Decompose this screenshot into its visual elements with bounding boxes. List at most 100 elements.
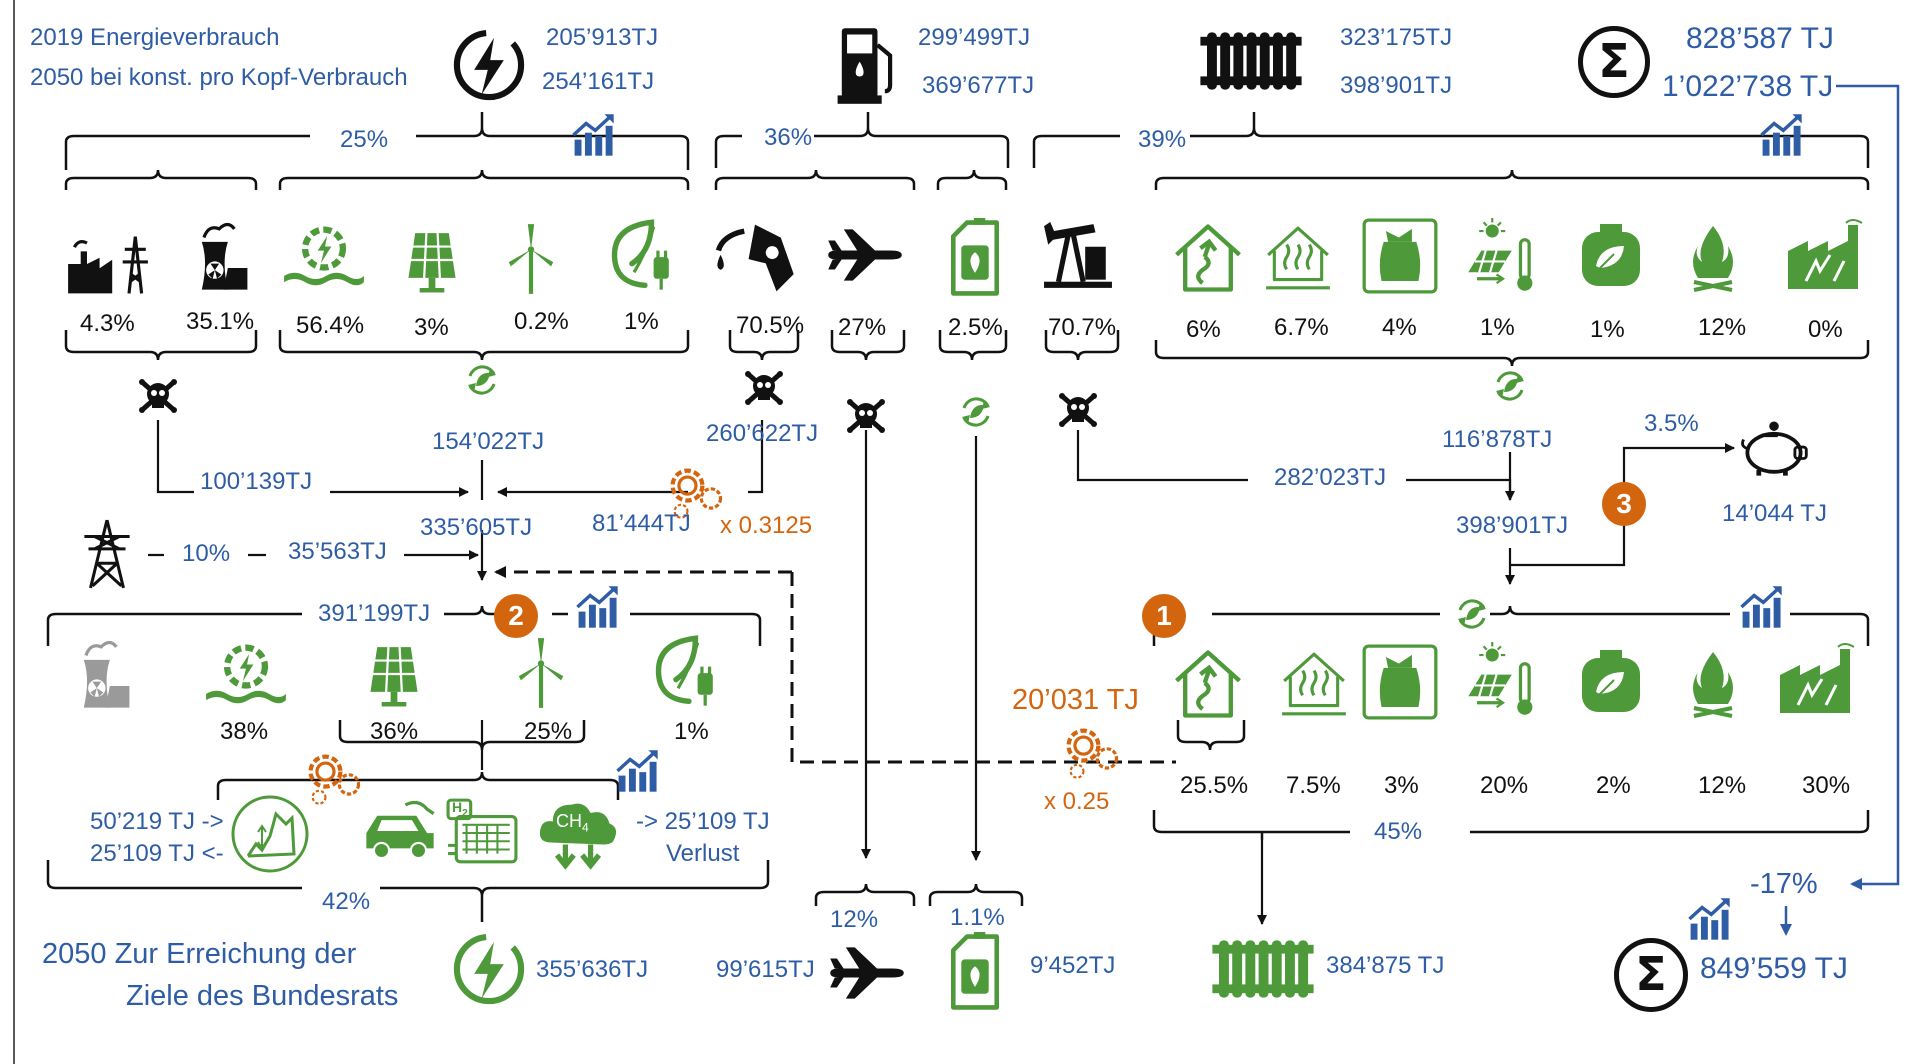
storage-in: 50’219 TJ -> — [90, 808, 224, 835]
result-biofuel-pct: 1.1% — [950, 904, 1005, 931]
bio-plug-icon — [608, 218, 684, 294]
pct-wood: 12% — [1698, 314, 1747, 341]
flow-elec-subtotal: 335’605TJ — [420, 514, 533, 541]
storage-graph-icon — [231, 795, 309, 873]
pct-wind: 0.2% — [514, 308, 569, 335]
sum-icon: Σ — [1578, 26, 1650, 98]
sum-2019-total: 828’587 TJ — [1686, 22, 1834, 55]
step-badge-3: 3 — [1602, 482, 1646, 526]
share-heat: 39% — [1138, 126, 1187, 153]
district-heat-icon — [1778, 642, 1856, 715]
flow-renew-elec: 154’022TJ — [432, 428, 545, 455]
storage-out: 25’109 TJ <- — [90, 840, 224, 867]
hydro-icon — [204, 638, 288, 714]
solar-thermal-icon — [1466, 642, 1535, 717]
step-badge-1: 1 — [1142, 594, 1186, 638]
skull-icon — [138, 376, 178, 416]
wind-turbine-icon — [517, 637, 565, 709]
chart-growth-icon — [615, 748, 660, 794]
result-heat: 384’875 TJ — [1326, 952, 1445, 979]
solar-thermal-icon — [1466, 218, 1535, 293]
pct-2050-waste: 3% — [1384, 772, 1419, 799]
fuel-pump-icon — [834, 24, 900, 108]
radiator-icon — [1212, 940, 1314, 998]
pct-2050-districtheat: 30% — [1802, 772, 1851, 799]
biogas-tank-icon — [1581, 223, 1641, 287]
wind-turbine-icon — [507, 223, 555, 295]
pct-2050-bio: 1% — [674, 718, 709, 745]
pct-2050-biogas: 2% — [1596, 772, 1631, 799]
piggy-bank-icon — [1736, 418, 1812, 480]
pct-solarthermal: 1% — [1480, 314, 1515, 341]
skull-icon — [846, 396, 886, 436]
pct-solar: 3% — [414, 314, 449, 341]
recycle-leaf-icon — [1494, 371, 1526, 401]
solar-panel-icon — [407, 231, 457, 294]
pct-2050-geothermal: 7.5% — [1286, 772, 1341, 799]
recycle-leaf-icon — [960, 397, 992, 427]
skull-icon — [1058, 390, 1098, 430]
sum-2050-total: 1’022’738 TJ — [1662, 70, 1834, 103]
heat-2050-share: 45% — [1374, 818, 1423, 845]
pct-petrol: 70.5% — [736, 312, 805, 339]
pct-2050-heatpump: 25.5% — [1180, 772, 1249, 799]
flow-petrol-fossil: 260’622TJ — [706, 420, 819, 447]
geothermal-house-icon — [1280, 652, 1348, 716]
h2-label: H2 — [452, 799, 468, 819]
storage-loss-label: Verlust — [666, 840, 740, 867]
flow-elec-total-2050: 391’199TJ — [318, 600, 431, 627]
flow-savings-pct: 3.5% — [1644, 410, 1699, 437]
result-sum: 849’559 TJ — [1700, 952, 1848, 985]
solar-panel-icon — [369, 645, 419, 708]
bio-canister-icon — [946, 218, 1004, 298]
storage-loss-value: -> 25’109 TJ — [636, 808, 770, 835]
electric-car-icon — [364, 800, 436, 860]
pct-oil-heat: 70.7% — [1048, 314, 1117, 341]
flow-grid-loss: 35’563TJ — [288, 538, 387, 565]
legend-2019: 2019 Energieverbrauch — [30, 24, 280, 51]
gear-icon — [302, 746, 366, 810]
result-aviation-pct: 12% — [830, 906, 879, 933]
pct-hydro: 56.4% — [296, 312, 365, 339]
flow-savings: 14’044 TJ — [1722, 500, 1827, 527]
chart-growth-icon — [1739, 584, 1784, 630]
pct-fossil-elec: 4.3% — [80, 310, 135, 337]
hydro-icon — [282, 220, 366, 296]
flow-fossil-elec: 100’139TJ — [200, 468, 313, 495]
electricity-2050-total: 254’161TJ — [542, 68, 655, 95]
share-electricity: 25% — [340, 126, 389, 153]
airplane-icon — [830, 947, 904, 999]
pct-nuclear: 35.1% — [186, 308, 255, 335]
pct-2050-solar: 36% — [370, 718, 419, 745]
pct-biogas: 1% — [1590, 316, 1625, 343]
chart-growth-icon — [575, 584, 620, 630]
bio-canister-icon — [946, 932, 1004, 1012]
bio-plug-icon — [652, 634, 728, 710]
heat-2050-total: 398’901TJ — [1340, 72, 1453, 99]
factory-pylon-icon — [66, 235, 150, 295]
pct-geothermal: 6.7% — [1274, 314, 1329, 341]
lightning-icon — [452, 28, 526, 102]
nuclear-plant-icon — [82, 640, 132, 710]
fuel-2019-total: 299’499TJ — [918, 24, 1031, 51]
recycle-leaf-icon — [1456, 599, 1488, 629]
flow-heat-total: 398’901TJ — [1456, 512, 1569, 539]
pct-biofuel: 2.5% — [948, 314, 1003, 341]
oil-pump-icon — [1042, 218, 1114, 294]
step-badge-2: 2 — [494, 594, 538, 638]
flow-heat-to-elec: 20’031 TJ — [1012, 684, 1139, 716]
ch4-label: CH4 — [556, 811, 589, 835]
pct-heatpump: 6% — [1186, 316, 1221, 343]
radiator-icon — [1200, 32, 1302, 90]
gear-icon — [1060, 720, 1124, 784]
skull-icon — [744, 368, 784, 408]
chart-growth-icon — [1687, 896, 1732, 942]
flow-petrol-converted: 81’444TJ — [592, 510, 691, 537]
result-title-line2: Ziele des Bundesrats — [126, 980, 399, 1012]
heatpump-house-icon — [1170, 220, 1246, 296]
chart-growth-icon — [1759, 112, 1804, 158]
pct-2050-wood: 12% — [1698, 772, 1747, 799]
pct-2050-solarthermal: 20% — [1480, 772, 1529, 799]
electricity-2019-total: 205’913TJ — [546, 24, 659, 51]
airplane-icon — [828, 229, 902, 281]
